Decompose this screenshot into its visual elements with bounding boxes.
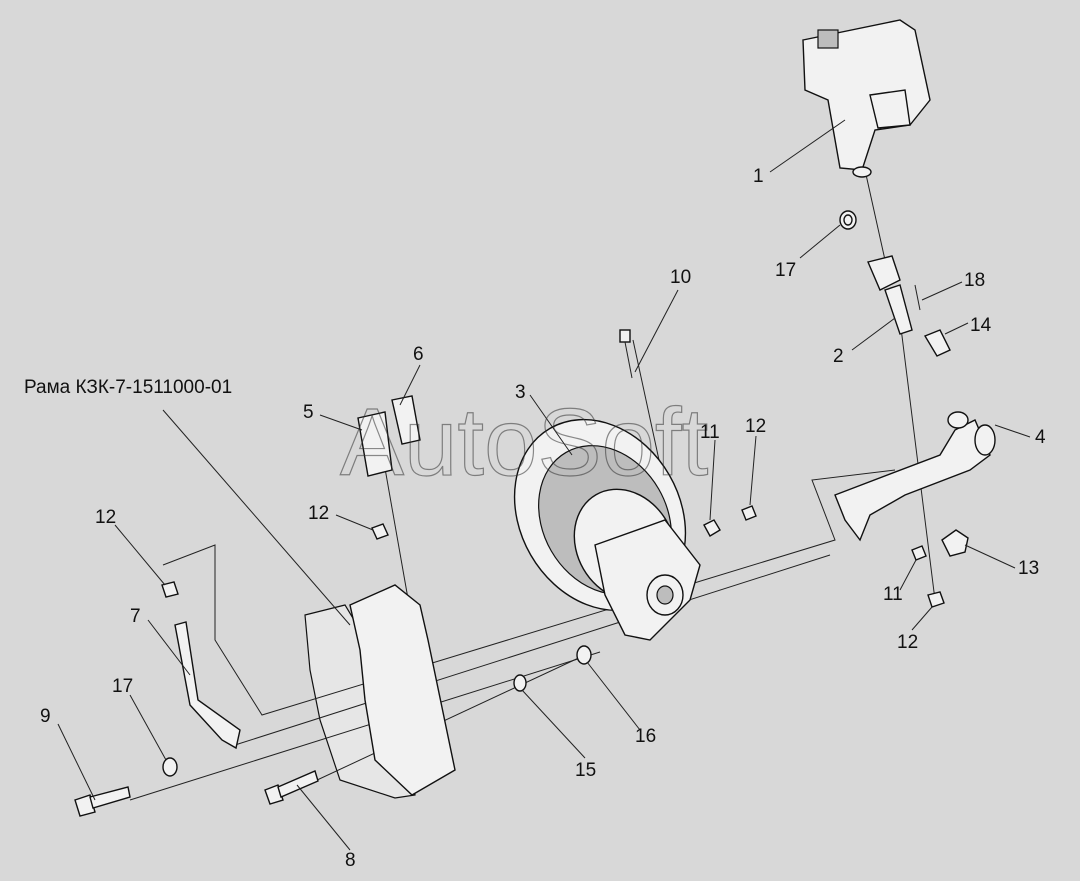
part-actuator-cylinder <box>802 19 931 178</box>
part-bracket <box>349 584 456 796</box>
callout-8: 8 <box>345 850 356 871</box>
part-nut-large <box>941 529 969 557</box>
callout-16: 16 <box>635 726 656 747</box>
callout-15: 15 <box>575 760 596 781</box>
frame-label: Рама КЗК-7-1511000-01 <box>24 377 232 398</box>
part-clevis-rod <box>867 255 913 335</box>
callout-5: 5 <box>303 402 314 423</box>
part-nut-left <box>161 581 179 598</box>
callout-11-hub: 11 <box>700 422 720 443</box>
callout-14: 14 <box>970 315 992 336</box>
callout-12-hub: 12 <box>745 416 766 437</box>
callout-12-right: 12 <box>897 632 918 653</box>
callout-11-right: 11 <box>883 584 903 605</box>
callout-9: 9 <box>40 706 51 727</box>
callout-7: 7 <box>130 606 141 627</box>
part-nuts-right <box>911 545 945 608</box>
callout-13: 13 <box>1018 558 1039 579</box>
callout-17-lower: 17 <box>112 676 133 697</box>
watermark: AutoSoft <box>340 389 708 496</box>
part-rod <box>174 621 241 750</box>
part-pin-and-cotter <box>914 284 951 357</box>
callout-1: 1 <box>753 166 764 187</box>
part-plates <box>357 395 421 477</box>
part-nut-bracket <box>371 523 389 540</box>
part-washer-top <box>839 210 857 230</box>
callout-18: 18 <box>964 270 985 291</box>
callout-17-top: 17 <box>775 260 796 281</box>
part-washer-lower <box>162 757 178 777</box>
part-lever <box>834 411 996 542</box>
part-pulley-hub <box>513 418 701 641</box>
part-bolts <box>74 770 319 817</box>
callout-6: 6 <box>413 344 424 365</box>
leader-lines <box>57 119 1031 851</box>
callout-10: 10 <box>670 267 691 288</box>
callout-3: 3 <box>515 382 526 403</box>
callout-12-bracket: 12 <box>308 503 329 524</box>
callout-4: 4 <box>1035 427 1046 448</box>
part-nuts-hub <box>703 505 757 537</box>
part-bolt-vertical <box>619 329 633 379</box>
callout-12-left: 12 <box>95 507 116 528</box>
callout-2: 2 <box>833 346 844 367</box>
part-washers-shaft <box>513 645 592 692</box>
